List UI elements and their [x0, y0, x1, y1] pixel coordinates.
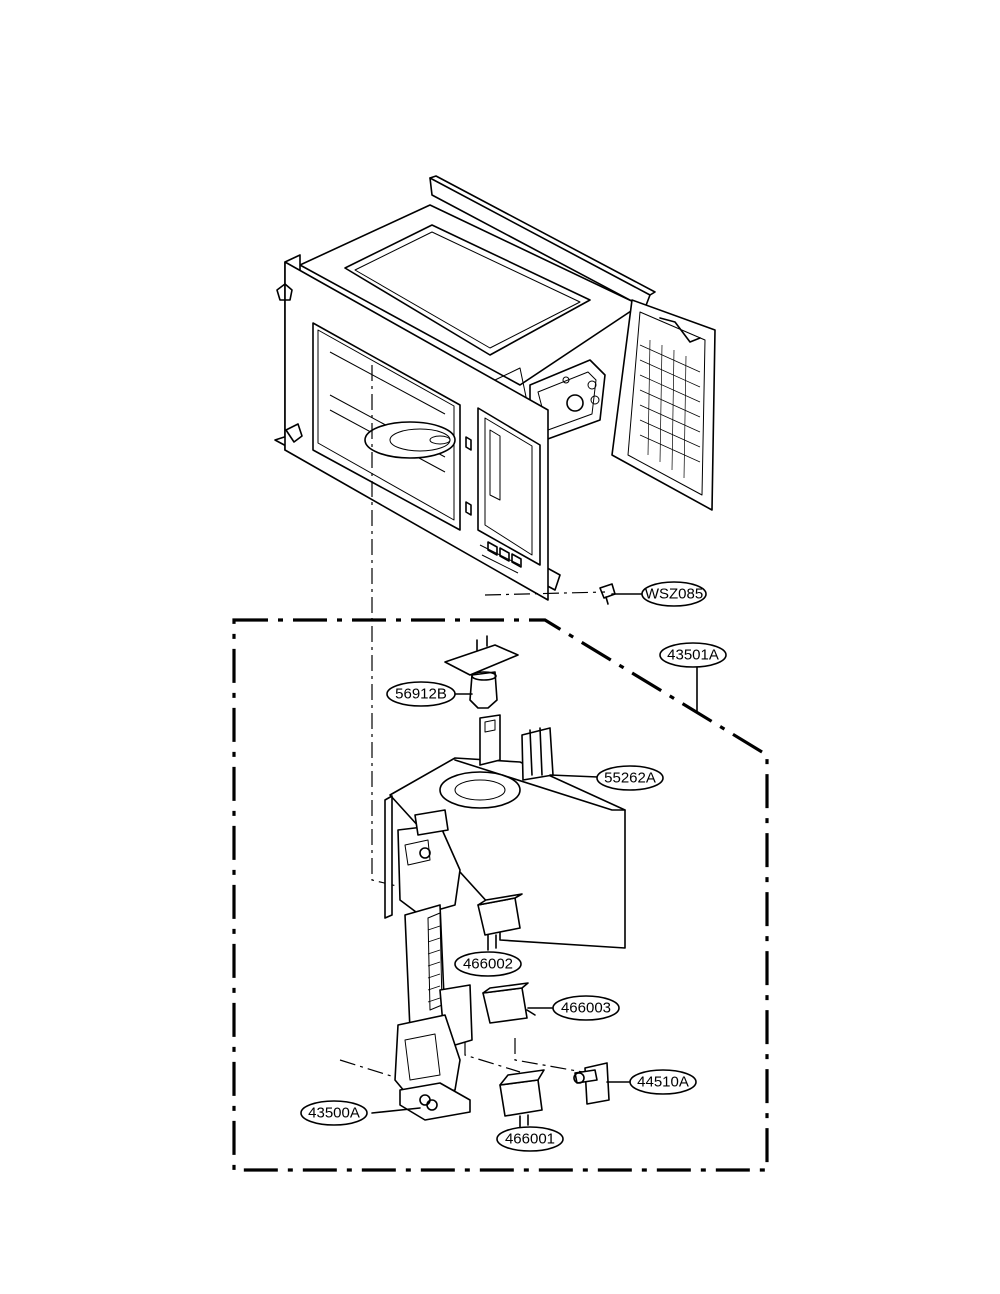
callout-466002: 466002: [454, 951, 522, 977]
stop-44510a: [573, 1062, 610, 1105]
callout-44510a: 44510A: [629, 1069, 697, 1095]
leader-43500a: [371, 1107, 421, 1114]
assembly-leader-line: [371, 365, 406, 889]
label-55262a: 55262A: [604, 770, 656, 787]
label-466003: 466003: [561, 1000, 611, 1017]
bracket-55262a: [384, 714, 626, 949]
switch-466001: [499, 1069, 545, 1129]
latch-frame-43500a: [394, 809, 473, 1121]
label-wsz085: WSZ085: [645, 586, 703, 603]
callout-43501a: 43501A: [659, 642, 727, 668]
switch-466002: [477, 893, 523, 949]
microwave-cabinet: [274, 175, 716, 605]
assembly-boundary: [232, 618, 769, 1172]
vent-grille: [639, 339, 701, 479]
label-466001: 466001: [505, 1131, 555, 1148]
label-466002: 466002: [463, 956, 513, 973]
label-43501a: 43501A: [667, 647, 719, 664]
leader-55262a: [549, 774, 599, 778]
label-43500a: 43500A: [308, 1105, 360, 1122]
callout-466001: 466001: [496, 1126, 564, 1152]
latch-assembly: [384, 635, 626, 1129]
callout-56912b: 56912B: [386, 681, 456, 707]
turntable: [364, 421, 456, 459]
callout-wsz085: WSZ085: [641, 581, 707, 607]
assembly-leader-line: [484, 591, 606, 596]
callout-43500a: 43500A: [300, 1100, 368, 1126]
switch-466003: [482, 982, 536, 1024]
callout-466003: 466003: [552, 995, 620, 1021]
label-56912b: 56912B: [395, 686, 447, 703]
assembly-leader-line: [514, 1038, 601, 1076]
callout-55262a: 55262A: [596, 765, 664, 791]
solenoid-56912b: [444, 635, 519, 709]
assembly-leader-line: [464, 1040, 521, 1073]
label-44510a: 44510A: [637, 1074, 689, 1091]
